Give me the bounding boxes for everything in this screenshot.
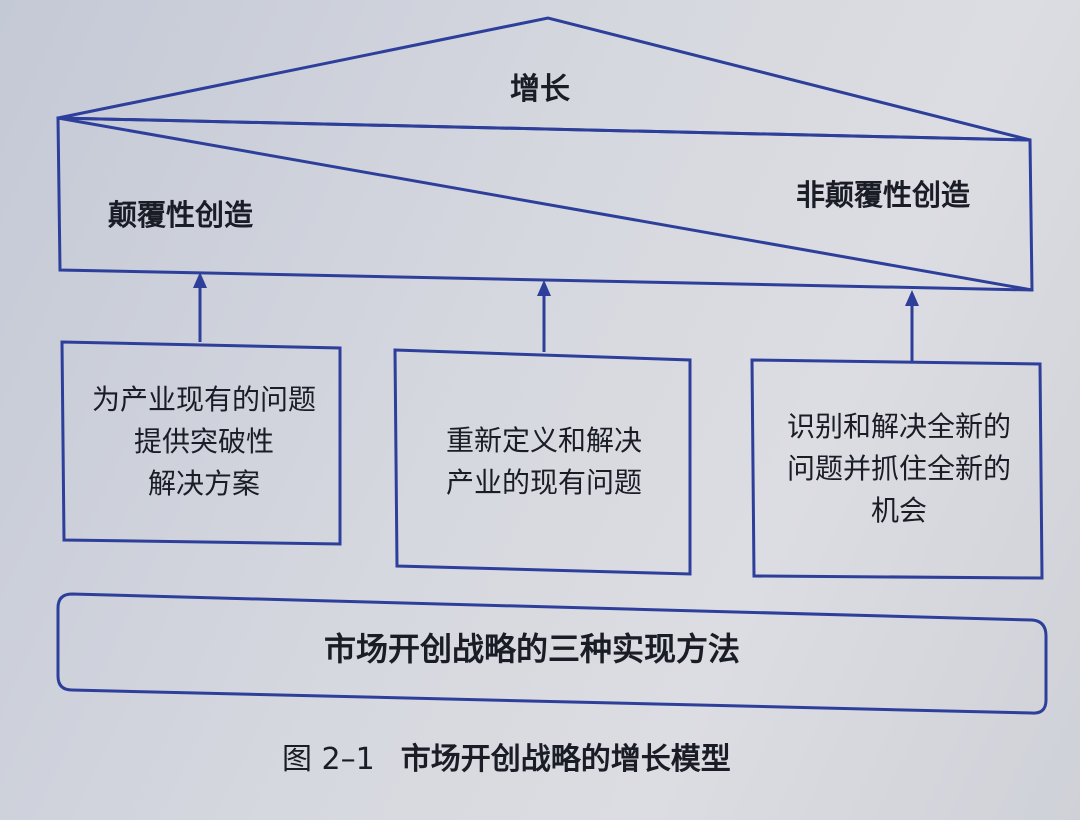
box-line: 重新定义和解决 [445, 424, 642, 457]
box-outline [750, 358, 1044, 580]
box-line: 问题并抓住全新的 [786, 452, 1011, 485]
box-outline [60, 340, 342, 546]
arrow-up-icon [905, 290, 919, 362]
diagonal-divider [57, 116, 1033, 292]
figure-number: 图 2–1 [282, 742, 375, 777]
box-line: 提供突破性 [133, 425, 274, 458]
arrow-up-icon [193, 272, 207, 342]
box-line: 识别和解决全新的 [786, 410, 1011, 443]
new-problem-box: 识别和解决全新的 问题并抓住全新的 机会 [754, 362, 1044, 576]
bottom-bar-outline [56, 592, 1048, 715]
growth-label: 增长 [510, 72, 570, 107]
box-line: 产业的现有问题 [445, 466, 642, 499]
box-line: 为产业现有的问题 [91, 383, 316, 416]
box-line: 解决方案 [147, 467, 260, 500]
box-outline [393, 348, 692, 576]
box-line: 机会 [870, 494, 927, 527]
three-methods-bar-label: 市场开创战略的三种实现方法 [323, 630, 740, 668]
arrow-up-icon [537, 280, 551, 352]
nondisruptive-creation-label: 非颠覆性创造 [796, 178, 971, 212]
breakthrough-solution-box: 为产业现有的问题 提供突破性 解决方案 [64, 344, 344, 540]
disruptive-creation-label: 颠覆性创造 [108, 198, 254, 232]
redefine-problem-box: 重新定义和解决 产业的现有问题 [397, 352, 691, 572]
figure-title: 市场开创战略的增长模型 [400, 742, 731, 777]
figure-caption: 图 2–1 市场开创战略的增长模型 [282, 734, 731, 778]
